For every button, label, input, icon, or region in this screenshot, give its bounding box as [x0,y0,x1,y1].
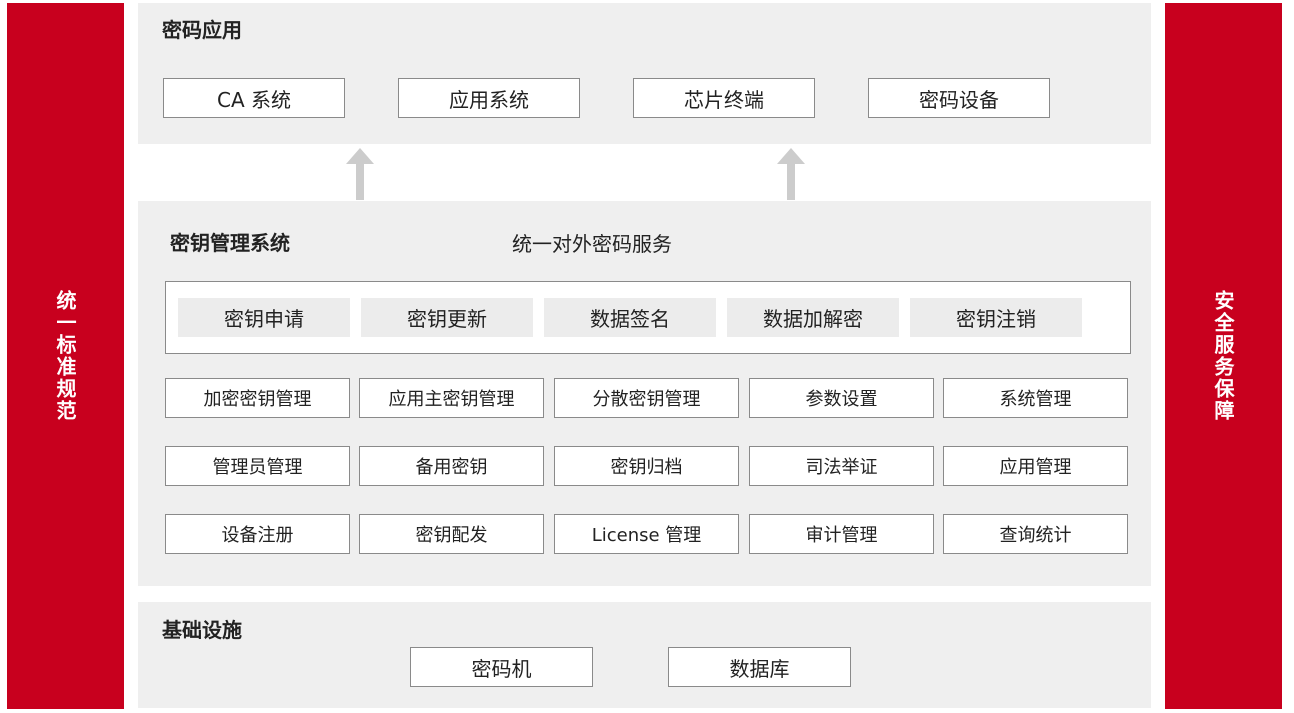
module-item: 应用管理 [943,446,1128,486]
kms-service-box: 密钥申请 密钥更新 数据签名 数据加解密 密钥注销 [165,281,1131,354]
base-item-hsm: 密码机 [410,647,593,687]
app-layer-title: 密码应用 [162,18,242,42]
base-item-database: 数据库 [668,647,851,687]
left-side-bar: 统一标准规范 [7,3,124,709]
app-item-chip-terminal: 芯片终端 [633,78,815,118]
module-item: 密钥归档 [554,446,739,486]
module-item: 查询统计 [943,514,1128,554]
module-item: 参数设置 [749,378,934,418]
right-side-bar: 安全服务保障 [1165,3,1282,709]
kms-subtitle: 统一对外密码服务 [512,232,672,256]
service-key-update: 密钥更新 [361,298,533,337]
kms-title: 密钥管理系统 [170,231,290,255]
base-layer-title: 基础设施 [162,618,242,642]
module-item: License 管理 [554,514,739,554]
up-arrow-icon [346,148,374,200]
module-item: 密钥配发 [359,514,544,554]
module-item: 系统管理 [943,378,1128,418]
app-layer-panel [138,3,1151,144]
module-item: 应用主密钥管理 [359,378,544,418]
module-item: 加密密钥管理 [165,378,350,418]
module-item: 备用密钥 [359,446,544,486]
module-item: 司法举证 [749,446,934,486]
base-layer-panel [138,602,1151,708]
app-item-ca: CA 系统 [163,78,345,118]
right-side-label: 安全服务保障 [1211,290,1235,422]
module-item: 管理员管理 [165,446,350,486]
app-item-crypto-device: 密码设备 [868,78,1050,118]
app-item-app-system: 应用系统 [398,78,580,118]
module-item: 审计管理 [749,514,934,554]
module-item: 设备注册 [165,514,350,554]
service-data-sign: 数据签名 [544,298,716,337]
service-data-encrypt-decrypt: 数据加解密 [727,298,899,337]
up-arrow-icon [777,148,805,200]
service-key-apply: 密钥申请 [178,298,350,337]
left-side-label: 统一标准规范 [53,290,77,422]
service-key-revoke: 密钥注销 [910,298,1082,337]
module-item: 分散密钥管理 [554,378,739,418]
